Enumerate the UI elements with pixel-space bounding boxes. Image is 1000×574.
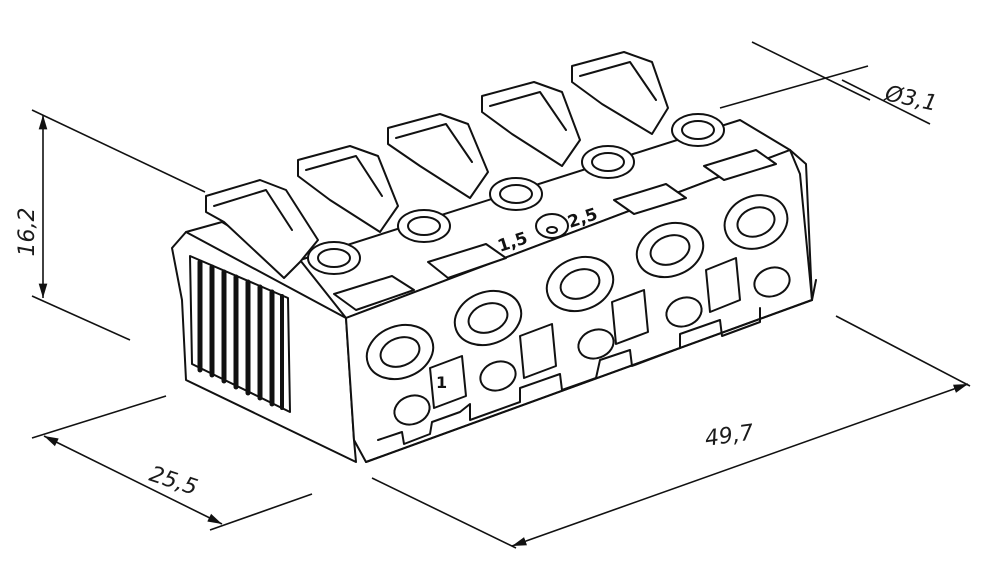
connector-body: 1,5 2,5 1 xyxy=(171,113,817,463)
lever-1 xyxy=(205,179,319,279)
lever-3 xyxy=(387,113,489,199)
height-label: 16,2 xyxy=(15,208,40,257)
wire-entry-2 xyxy=(453,289,523,392)
side-ribs xyxy=(189,255,291,413)
top-ports xyxy=(307,113,725,275)
dimension-hole-diameter: Ø3,1 xyxy=(719,41,939,125)
lever-4 xyxy=(481,81,581,167)
terminal-number: 1 xyxy=(436,373,447,392)
dimension-depth: 25,5 xyxy=(31,395,313,531)
levers xyxy=(205,51,669,279)
length-label: 49,7 xyxy=(703,420,755,452)
hole-diameter-label: Ø3,1 xyxy=(882,81,939,117)
wire-entry-4 xyxy=(635,221,705,328)
lever-2 xyxy=(297,145,399,233)
wire-entry-3 xyxy=(545,255,615,360)
wire-entry-5 xyxy=(723,194,791,298)
top-openings xyxy=(333,149,777,311)
depth-label: 25,5 xyxy=(146,462,200,501)
lever-5 xyxy=(571,51,669,135)
test-ports xyxy=(429,257,741,409)
wire-entry-1 xyxy=(365,323,435,426)
dimension-height: 16,2 xyxy=(15,109,206,341)
